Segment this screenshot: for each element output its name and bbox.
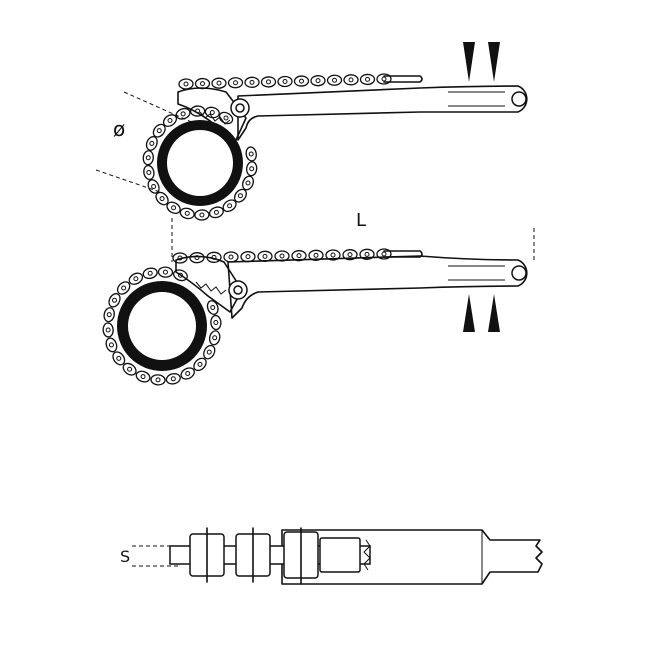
diameter-dim-line-lower xyxy=(95,169,161,193)
length-label: L xyxy=(356,210,366,231)
diameter-dim-line-upper xyxy=(123,91,197,125)
chain-link-pin xyxy=(213,320,219,326)
chain-link-pin xyxy=(149,140,155,146)
mid-handle xyxy=(227,255,528,319)
diameter-label: ø xyxy=(113,117,125,141)
top-chain-straight xyxy=(178,73,392,90)
chain-link-pin xyxy=(262,253,268,259)
chain-link-pin xyxy=(213,209,219,215)
chain-link-pin xyxy=(185,370,191,376)
chain-link-pin xyxy=(249,79,255,85)
top-chain-end xyxy=(383,75,423,83)
top-jaw xyxy=(177,87,247,141)
chain-link-pin xyxy=(313,252,319,258)
chain-link-pin xyxy=(223,115,229,121)
chain-link-pin xyxy=(162,269,168,275)
chain-link-pin xyxy=(151,183,157,189)
mid-handle-inner xyxy=(448,265,505,281)
chain-link-pin xyxy=(245,180,251,186)
middle-view-wrench: L xyxy=(102,210,535,386)
chain-link-pin xyxy=(140,374,146,380)
chain-link-pin xyxy=(233,80,238,86)
chain-link-pin xyxy=(210,305,216,311)
chain-link-pin xyxy=(105,327,111,333)
chain-link-pin xyxy=(183,81,189,87)
mid-pivot-pin xyxy=(233,285,243,295)
chain-link-pin xyxy=(170,376,176,382)
chain-link-pin xyxy=(332,77,337,83)
chain-link-pin xyxy=(146,169,152,175)
chain-link-pin xyxy=(108,342,114,348)
chain-link-pin xyxy=(248,151,254,157)
side-view-wrench: S xyxy=(120,527,543,585)
mid-jaw-teeth xyxy=(195,281,227,295)
side-chain-break xyxy=(363,539,371,571)
mid-chain-end xyxy=(383,250,423,258)
chain-link-pin xyxy=(315,78,321,84)
chain-link-pin xyxy=(209,109,215,115)
chain-link-pin xyxy=(330,252,336,258)
chain-link-pin xyxy=(167,118,173,124)
chain-link-pin xyxy=(381,251,387,257)
chain-link-pin xyxy=(364,251,370,257)
chain-link-pin xyxy=(159,196,165,202)
chain-link-pin xyxy=(299,78,304,84)
chain-link-pin xyxy=(365,76,370,82)
chain-link-pin xyxy=(245,254,251,260)
chain-link-pin xyxy=(249,166,255,172)
mid-arrow-2 xyxy=(488,294,500,332)
chain-link-pin xyxy=(106,312,112,318)
chain-link-pin xyxy=(381,76,387,82)
side-plate-4 xyxy=(319,537,361,573)
top-handle-inner xyxy=(448,91,505,107)
chain-link-pin xyxy=(199,212,205,218)
top-arrow-1 xyxy=(463,42,475,82)
chain-link-pin xyxy=(212,335,218,341)
chain-link-pin xyxy=(121,285,127,291)
chain-link-pin xyxy=(147,270,153,276)
top-view-wrench: ø xyxy=(95,42,528,221)
mid-chain-straight xyxy=(172,248,392,264)
chain-link-pin xyxy=(348,77,354,83)
top-pivot-pin xyxy=(235,103,245,113)
chain-link-pin xyxy=(216,80,222,86)
chain-link-pin xyxy=(347,252,353,258)
chain-link-pin xyxy=(228,254,234,260)
mid-chain-ring xyxy=(102,266,222,386)
top-jaw-teeth xyxy=(199,111,231,125)
chain-link-pin xyxy=(116,355,122,361)
chain-link-pin xyxy=(184,210,190,216)
chain-link-pin xyxy=(200,81,205,87)
chain-link-pin xyxy=(266,79,271,85)
top-pipe-bore xyxy=(167,130,233,196)
chain-link-pin xyxy=(197,361,203,367)
chain-link-pin xyxy=(279,253,285,259)
chain-link-pin xyxy=(127,366,133,372)
chain-link-pin xyxy=(156,128,162,134)
mid-arrow-1 xyxy=(463,294,475,332)
top-chain-ring xyxy=(142,105,258,221)
chain-link-pin xyxy=(180,111,186,117)
chain-link-pin xyxy=(206,349,212,355)
top-handle xyxy=(237,85,528,141)
chain-link-pin xyxy=(296,253,302,259)
chain-link-pin xyxy=(145,155,151,161)
chain-link-pin xyxy=(282,79,288,84)
top-arrow-2 xyxy=(488,42,500,82)
mid-jaw xyxy=(175,255,243,313)
chain-link-pin xyxy=(155,377,161,383)
chain-link-pin xyxy=(171,205,177,211)
thickness-label: S xyxy=(120,547,130,566)
chain-link-pin xyxy=(112,297,118,303)
chain-link-pin xyxy=(237,193,243,199)
chain-link-pin xyxy=(227,203,233,209)
mid-pipe-bore xyxy=(128,292,196,360)
chain-link-pin xyxy=(133,276,139,282)
top-handle-hole xyxy=(511,91,527,107)
mid-handle-hole xyxy=(511,265,527,281)
